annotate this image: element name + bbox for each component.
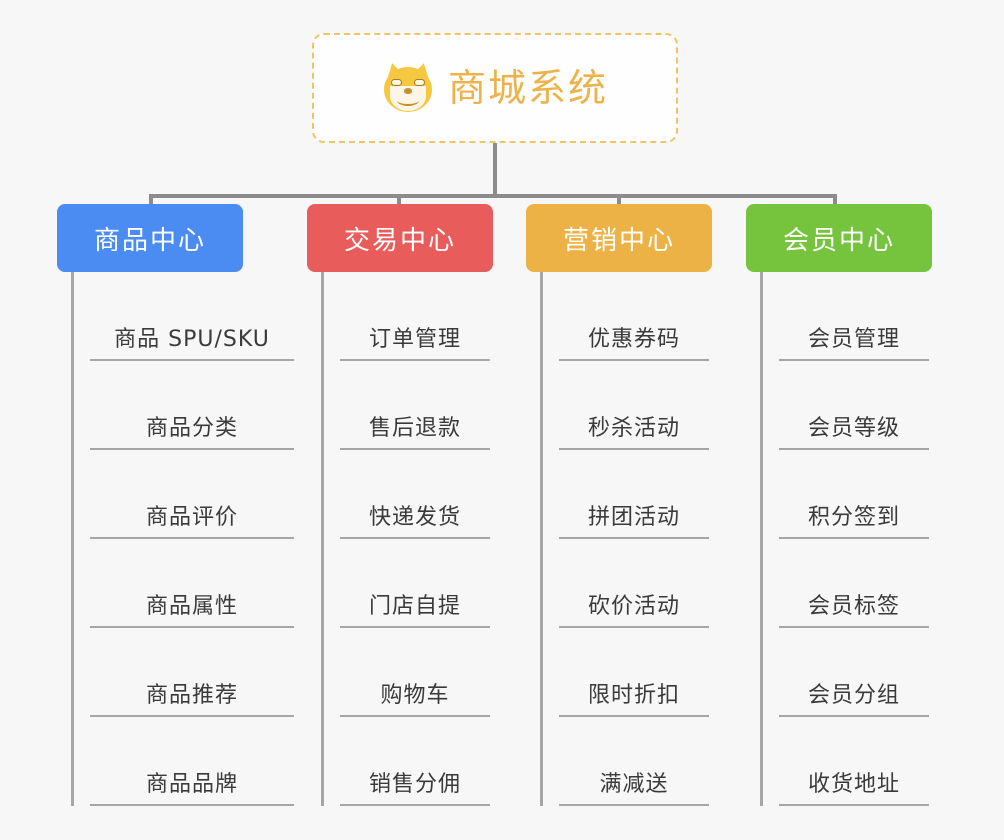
dog-smile-icon xyxy=(396,95,419,106)
category-item[interactable]: 商品 SPU/SKU xyxy=(90,272,294,361)
category-item[interactable]: 积分签到 xyxy=(779,450,929,539)
category-item[interactable]: 商品评价 xyxy=(90,450,294,539)
category-item[interactable]: 商品推荐 xyxy=(90,628,294,717)
category-item[interactable]: 门店自提 xyxy=(340,539,490,628)
category-item[interactable]: 商品品牌 xyxy=(90,717,294,806)
category-header-1[interactable]: 商品中心 xyxy=(57,204,243,272)
root-node[interactable]: 商城系统 xyxy=(312,33,678,143)
category-item[interactable]: 购物车 xyxy=(340,628,490,717)
connector-horizontal-bar xyxy=(149,194,835,198)
category-item[interactable]: 满减送 xyxy=(559,717,709,806)
category-item[interactable]: 售后退款 xyxy=(340,361,490,450)
category-item[interactable]: 秒杀活动 xyxy=(559,361,709,450)
category-header-4[interactable]: 会员中心 xyxy=(746,204,932,272)
category-item[interactable]: 优惠券码 xyxy=(559,272,709,361)
category-item-list-2: 订单管理售后退款快递发货门店自提购物车销售分佣 xyxy=(321,272,490,806)
category-column-2: 交易中心订单管理售后退款快递发货门店自提购物车销售分佣 xyxy=(307,204,493,806)
category-item-list-4: 会员管理会员等级积分签到会员标签会员分组收货地址 xyxy=(760,272,929,806)
category-column-3: 营销中心优惠券码秒杀活动拼团活动砍价活动限时折扣满减送 xyxy=(526,204,712,806)
dog-eye-left-icon xyxy=(390,79,402,86)
dog-nose-icon xyxy=(403,88,412,94)
category-item[interactable]: 商品分类 xyxy=(90,361,294,450)
root-title: 商城系统 xyxy=(447,66,608,110)
category-header-3[interactable]: 营销中心 xyxy=(526,204,712,272)
category-item[interactable]: 拼团活动 xyxy=(559,450,709,539)
category-item[interactable]: 销售分佣 xyxy=(340,717,490,806)
category-column-4: 会员中心会员管理会员等级积分签到会员标签会员分组收货地址 xyxy=(746,204,932,806)
connector-root-stem xyxy=(493,143,497,196)
category-item[interactable]: 快递发货 xyxy=(340,450,490,539)
category-item[interactable]: 会员管理 xyxy=(779,272,929,361)
dog-face-icon xyxy=(382,61,434,114)
category-item[interactable]: 限时折扣 xyxy=(559,628,709,717)
category-item[interactable]: 会员等级 xyxy=(779,361,929,450)
category-item[interactable]: 砍价活动 xyxy=(559,539,709,628)
connector-drop-4 xyxy=(833,194,837,208)
connector-drop-1 xyxy=(149,194,153,208)
category-item[interactable]: 会员标签 xyxy=(779,539,929,628)
category-item[interactable]: 会员分组 xyxy=(779,628,929,717)
category-item[interactable]: 商品属性 xyxy=(90,539,294,628)
connector-drop-3 xyxy=(617,194,621,208)
connector-drop-2 xyxy=(397,194,401,208)
category-item[interactable]: 收货地址 xyxy=(779,717,929,806)
category-header-2[interactable]: 交易中心 xyxy=(307,204,493,272)
category-item[interactable]: 订单管理 xyxy=(340,272,490,361)
dog-eye-right-icon xyxy=(413,79,425,86)
category-item-list-3: 优惠券码秒杀活动拼团活动砍价活动限时折扣满减送 xyxy=(540,272,709,806)
